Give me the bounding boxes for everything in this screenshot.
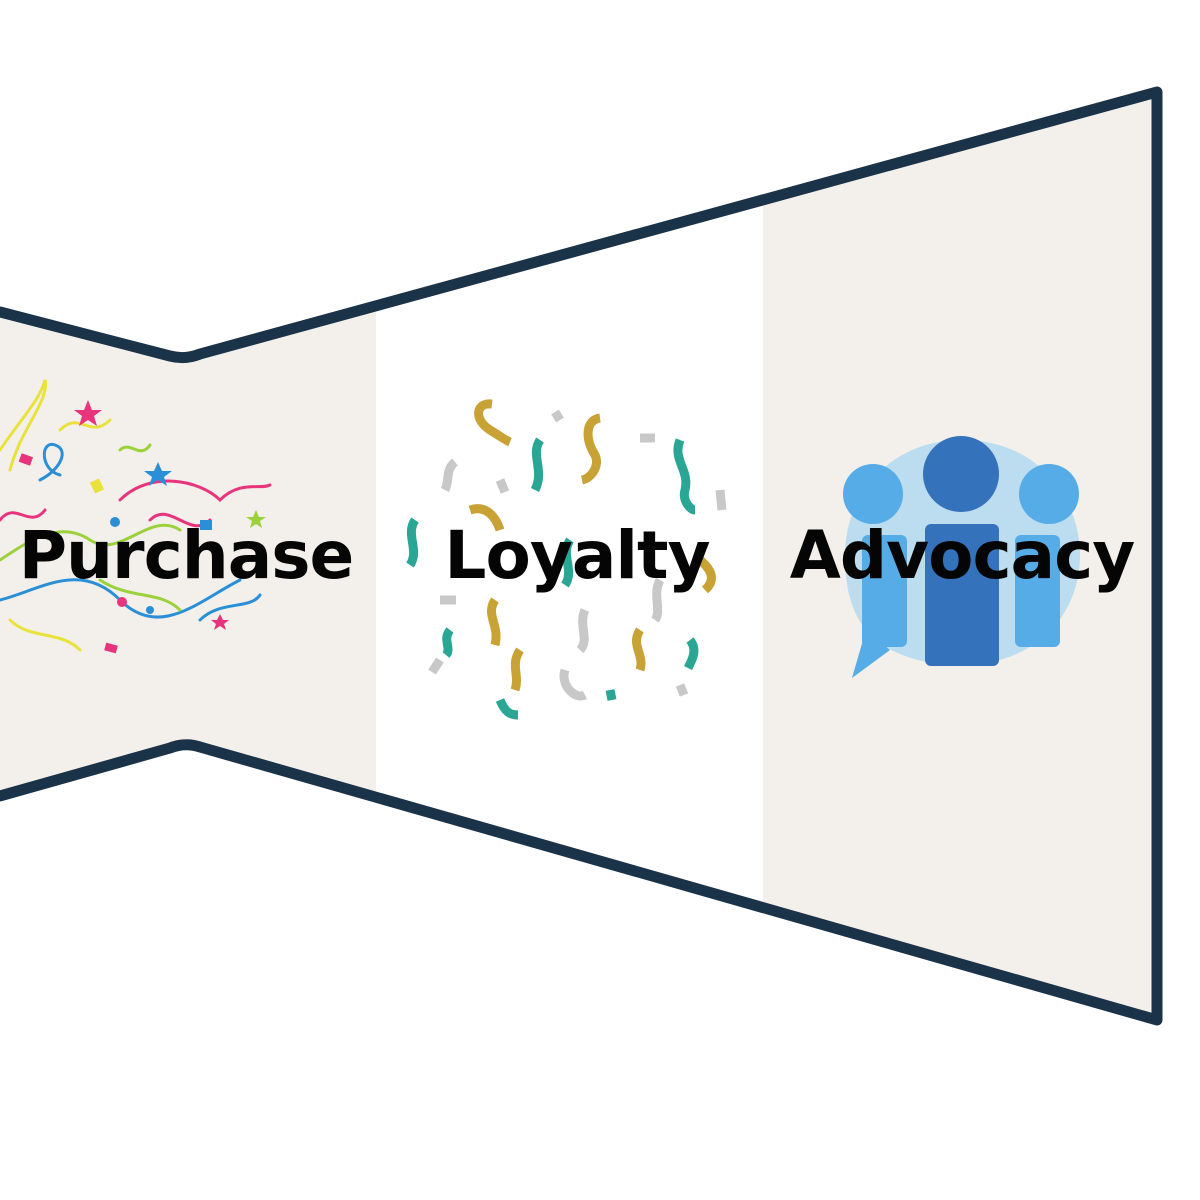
confetti-square bbox=[18, 453, 34, 466]
confetti-pieces bbox=[18, 400, 266, 654]
star-icon bbox=[144, 462, 172, 486]
confetti-streamers-icon bbox=[0, 379, 272, 652]
confetti-square bbox=[200, 520, 212, 530]
stage-label-advocacy: Advocacy bbox=[790, 517, 1135, 594]
person-body-left bbox=[862, 535, 907, 647]
person-body-center bbox=[925, 524, 999, 666]
confetti-dot bbox=[146, 606, 154, 614]
confetti-square bbox=[104, 642, 118, 654]
stage-label-loyalty: Loyalty bbox=[444, 517, 709, 594]
people-speech-bubble-icon bbox=[843, 436, 1080, 678]
star-icon bbox=[211, 614, 229, 630]
panel-loyalty bbox=[376, 92, 763, 1020]
person-head-center bbox=[923, 436, 999, 512]
confetti-square bbox=[89, 478, 105, 494]
star-icon bbox=[246, 510, 266, 528]
person-body-right bbox=[1015, 535, 1060, 647]
stage-label-purchase: Purchase bbox=[19, 517, 354, 594]
confetti-dot bbox=[117, 597, 127, 607]
bow-tie-outline bbox=[0, 86, 1163, 1026]
panel-purchase bbox=[0, 92, 376, 1020]
confetti-dot bbox=[110, 517, 120, 527]
person-head-right bbox=[1019, 464, 1079, 524]
star-icon bbox=[74, 400, 102, 426]
gold-teal-confetti-icon bbox=[405, 399, 727, 720]
person-head-left bbox=[843, 464, 903, 524]
